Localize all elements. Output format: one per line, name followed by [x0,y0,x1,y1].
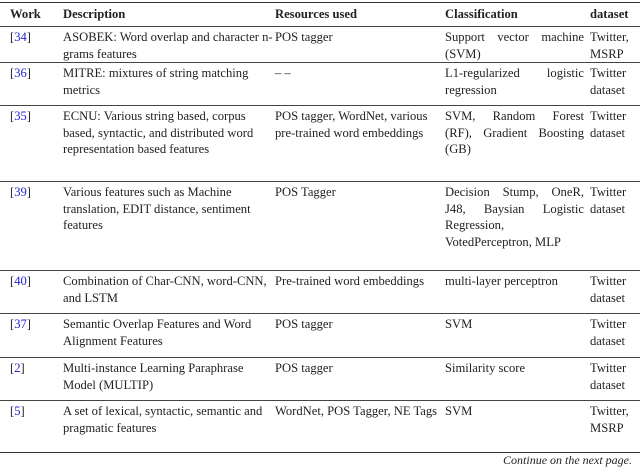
header-classification: Classification [445,7,518,22]
description-cell: MITRE: mixtures of string matching metri… [63,66,249,97]
work-cell: [40] [10,274,31,288]
citation-link[interactable]: 2 [14,361,21,375]
table-row: [36] MITRE: mixtures of string matching m… [0,63,640,106]
description-cell: ECNU: Various string based, corpus based… [63,109,254,156]
description-cell: ASOBEK: Word overlap and character n-gra… [63,30,273,61]
citation-link[interactable]: 39 [14,185,27,199]
work-cell: [39] [10,185,31,199]
table-row: [35] ECNU: Various string based, corpus b… [0,106,640,182]
description-cell: Various features such as Machine transla… [63,185,251,232]
work-cell: [37] [10,317,31,331]
citation-link[interactable]: 34 [14,30,27,44]
dataset-cell: Twitter dataset [590,66,627,97]
table-row: [34] ASOBEK: Word overlap and character n… [0,27,640,63]
table-row: [2] Multi-instance Learning Paraphrase Mo… [0,358,640,401]
work-cell: [5] [10,404,25,418]
resources-cell: Pre-trained word embeddings [275,274,424,288]
description-cell: A set of lexical, syntactic, semantic an… [63,404,263,435]
classification-cell: Support vector machine (SVM) [445,30,584,61]
table-row: [40] Combination of Char-CNN, word-CNN, a… [0,271,640,314]
description-cell: Combination of Char-CNN, word-CNN, and L… [63,274,267,305]
citation-link[interactable]: 40 [14,274,27,288]
resources-cell: POS tagger, WordNet, various pre-trained… [275,109,428,140]
related-work-table: Work Description Resources used Classifi… [0,2,640,453]
dataset-cell: Twitter dataset [590,274,627,305]
resources-cell: WordNet, POS Tagger, NE Tags [275,404,438,418]
classification-cell: Decision Stump, OneR, J48, Baysian Logis… [445,185,584,249]
continue-note: Continue on the next page. [503,453,632,467]
citation-link[interactable]: 35 [14,109,27,123]
dataset-cell: Twitter, MSRP [590,404,629,435]
resources-cell: – – [275,66,291,80]
work-cell: [36] [10,66,31,80]
classification-cell: multi-layer perceptron [445,274,558,288]
classification-cell: SVM [445,317,473,331]
description-cell: Multi-instance Learning Paraphrase Model… [63,361,244,392]
work-cell: [2] [10,361,25,375]
work-cell: [34] [10,30,31,44]
dataset-cell: Twitter dataset [590,317,627,348]
resources-cell: POS tagger [275,30,333,44]
header-resources: Resources used [275,7,357,22]
header-row: Work Description Resources used Classifi… [0,2,640,27]
table-row: [39] Various features such as Machine tra… [0,182,640,271]
work-cell: [35] [10,109,31,123]
dataset-cell: Twitter dataset [590,185,627,216]
header-work: Work [10,7,41,22]
citation-link[interactable]: 37 [14,317,27,331]
dataset-cell: Twitter dataset [590,361,627,392]
classification-cell: SVM [445,404,473,418]
dataset-cell: Twitter dataset [590,109,627,140]
classification-cell: Similarity score [445,361,526,375]
resources-cell: POS tagger [275,361,333,375]
classification-cell: SVM, Random Forest (RF), Gradient Boosti… [445,109,584,156]
table-row: [37] Semantic Overlap Features and Word A… [0,314,640,358]
resources-cell: POS tagger [275,317,333,331]
header-description: Description [63,7,126,22]
classification-cell: L1-regularized logistic regression [445,66,584,97]
citation-link[interactable]: 5 [14,404,21,418]
dataset-cell: Twitter, MSRP [590,30,629,61]
citation-link[interactable]: 36 [14,66,27,80]
resources-cell: POS Tagger [275,185,336,199]
table-row: [5] A set of lexical, syntactic, semantic… [0,401,640,453]
header-dataset: dataset [590,7,629,22]
description-cell: Semantic Overlap Features and Word Align… [63,317,252,348]
